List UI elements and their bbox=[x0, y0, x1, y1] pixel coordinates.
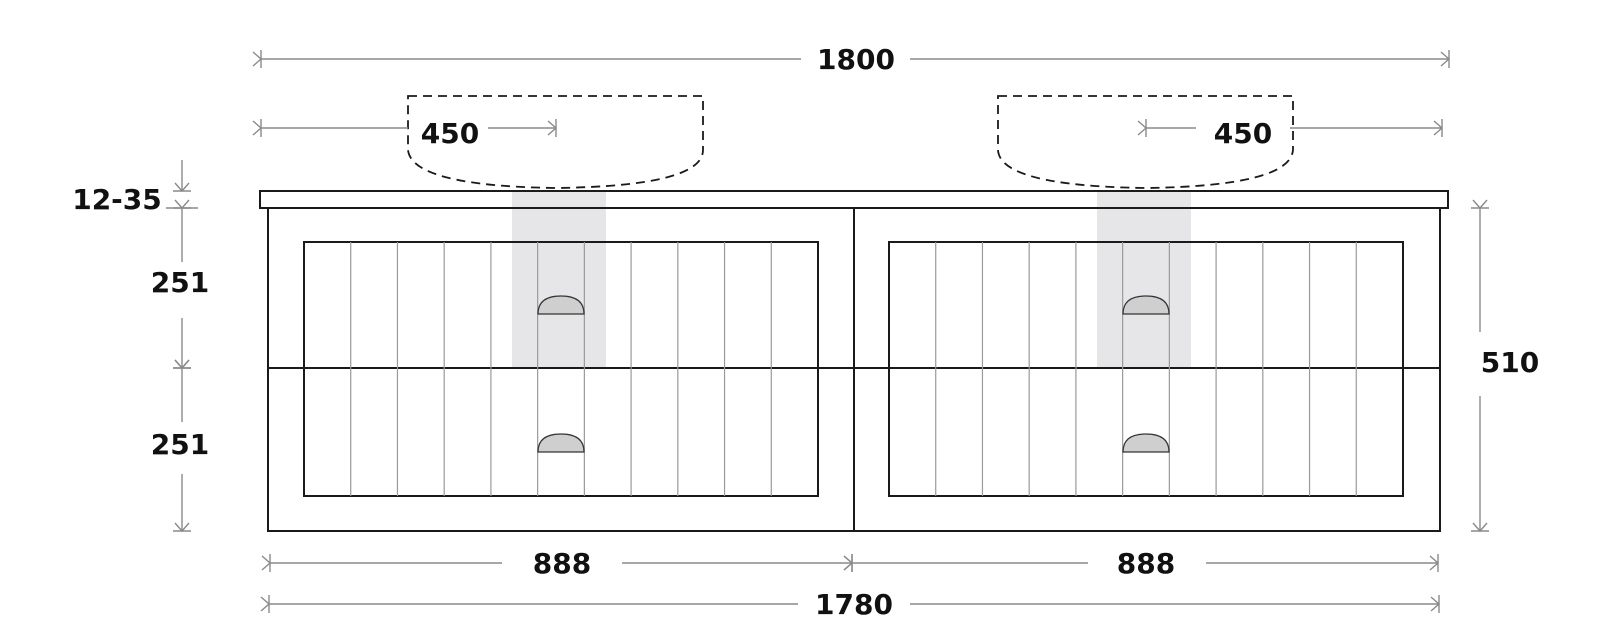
dim-label-basin-left: 450 bbox=[421, 117, 479, 150]
cabinet bbox=[267, 207, 1441, 532]
panel-grooves-right bbox=[935, 242, 1357, 496]
dimension-overall-top: 1800 bbox=[252, 43, 1451, 76]
basins bbox=[407, 95, 1294, 189]
dim-label-drawer-bottom: 251 bbox=[151, 428, 209, 461]
dim-label-cabinet-left: 888 bbox=[533, 547, 591, 580]
handle-icon bbox=[1122, 295, 1170, 315]
dimension-drawer-heights: 251 251 bbox=[151, 199, 209, 533]
handle-icon bbox=[1122, 433, 1170, 453]
dim-label-cabinet-right: 888 bbox=[1117, 547, 1175, 580]
panel-grooves-left bbox=[350, 242, 772, 496]
handle-icon bbox=[537, 433, 585, 453]
dimension-benchtop-thickness: 12-35 bbox=[72, 160, 198, 216]
dim-label-basin-right: 450 bbox=[1214, 117, 1272, 150]
dim-label-cabinet-height: 510 bbox=[1481, 346, 1539, 379]
dim-label-benchtop-thickness: 12-35 bbox=[72, 183, 162, 216]
dim-label-overall-bottom: 1780 bbox=[815, 588, 893, 621]
dimension-cabinet-height: 510 bbox=[1471, 199, 1539, 533]
dimension-basin-right: 450 bbox=[1137, 117, 1444, 150]
handle-icon bbox=[537, 295, 585, 315]
door-panel-left bbox=[303, 241, 819, 497]
door-panel-right bbox=[888, 241, 1404, 497]
benchtop bbox=[259, 190, 1449, 209]
dim-label-drawer-top: 251 bbox=[151, 266, 209, 299]
handles bbox=[537, 295, 1170, 453]
basin-shade-left bbox=[512, 190, 606, 368]
dimension-basin-left: 450 bbox=[252, 117, 558, 150]
dimension-overall-bottom: 1780 bbox=[260, 588, 1441, 621]
basin-shade-right bbox=[1097, 190, 1191, 368]
basin-outline-right bbox=[997, 95, 1294, 189]
basin-shading bbox=[512, 190, 1191, 368]
dim-label-overall-top: 1800 bbox=[817, 43, 895, 76]
dimension-cabinet-widths: 888 888 bbox=[261, 547, 1440, 580]
basin-outline-left bbox=[407, 95, 704, 189]
